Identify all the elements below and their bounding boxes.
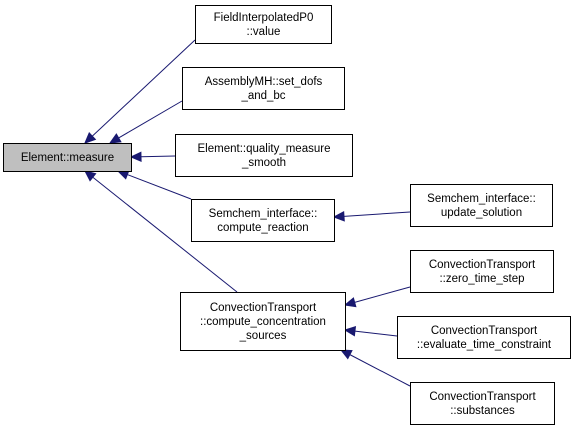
- edge-convection-transport-evaluate-time-constraint-to-convection-transport-compute-concentration-sources: [343, 325, 398, 337]
- node-box: [175, 134, 353, 177]
- node-label-line: compute_reaction: [217, 222, 308, 234]
- node-label-line: ::substances: [450, 405, 515, 417]
- node-assembly-mh-set-dofs-and-bc[interactable]: AssemblyMH::set_dofs_and_bc: [182, 67, 345, 110]
- node-label-line: ::evaluate_time_constraint: [417, 339, 552, 351]
- node-label-line: ConvectionTransport: [431, 325, 538, 337]
- arrow-head-icon: [129, 151, 142, 163]
- arrow-head-icon: [84, 131, 97, 144]
- node-label-line: Semchem_interface::: [427, 193, 536, 205]
- node-box: [410, 382, 555, 425]
- edge-semchem-interface-update-solution-to-semchem-interface-compute-reaction: [332, 211, 411, 222]
- edge-line: [349, 354, 411, 387]
- node-semchem-interface-compute-reaction[interactable]: Semchem_interface::compute_reaction: [191, 199, 335, 242]
- edge-line: [118, 100, 183, 139]
- node-box: [180, 292, 346, 351]
- edge-line: [354, 286, 411, 303]
- arrow-head-icon: [108, 133, 122, 144]
- node-convection-transport-evaluate-time-constraint[interactable]: ConvectionTransport::evaluate_time_const…: [397, 316, 571, 359]
- node-box: [410, 184, 553, 227]
- node-label-line: FieldInterpolatedP0: [214, 12, 314, 24]
- node-label-line: Semchem_interface::: [209, 208, 318, 220]
- node-convection-transport-zero-time-step[interactable]: ConvectionTransport::zero_time_step: [410, 250, 554, 293]
- node-label-line: Element::measure: [21, 152, 114, 164]
- node-box: [182, 67, 345, 110]
- edge-element-quality-measure-smooth-to-element-measure: [129, 151, 176, 163]
- node-box: [191, 199, 335, 242]
- node-label-line: AssemblyMH::set_dofs: [205, 76, 323, 88]
- edge-line: [92, 176, 238, 293]
- arrow-head-icon: [343, 325, 357, 337]
- node-element-quality-measure-smooth[interactable]: Element::quality_measure_smooth: [175, 134, 353, 177]
- edge-convection-transport-zero-time-step-to-convection-transport-compute-concentration-sources: [343, 286, 411, 308]
- edge-line: [91, 39, 196, 137]
- node-box: [3, 143, 132, 172]
- edge-field-interpolated-p0-value-to-element-measure: [84, 39, 196, 144]
- node-semchem-interface-update-solution[interactable]: Semchem_interface::update_solution: [410, 184, 553, 227]
- nodes-layer: Element::measure FieldInterpolatedP0::val…: [3, 5, 571, 425]
- node-label-line: _and_bc: [240, 90, 285, 102]
- arrow-head-icon: [84, 170, 97, 182]
- edge-line: [354, 330, 398, 337]
- node-label-line: ::compute_concentration: [200, 316, 326, 328]
- node-label-line: _sources: [239, 330, 287, 342]
- edge-line: [127, 174, 192, 200]
- arrow-head-icon: [339, 349, 353, 360]
- node-label-line: _smooth: [241, 157, 286, 169]
- node-field-interpolated-p0-value[interactable]: FieldInterpolatedP0::value: [195, 5, 332, 44]
- node-box: [195, 5, 332, 44]
- edge-convection-transport-compute-concentration-sources-to-element-measure: [84, 170, 238, 293]
- arrow-head-icon: [343, 297, 357, 308]
- node-label-line: ConvectionTransport: [429, 259, 536, 271]
- node-label-line: update_solution: [441, 207, 522, 219]
- node-label-line: ConvectionTransport: [429, 391, 536, 403]
- node-box: [410, 250, 554, 293]
- node-convection-transport-substances[interactable]: ConvectionTransport::substances: [410, 382, 555, 425]
- node-convection-transport-compute-concentration-sources[interactable]: ConvectionTransport::compute_concentrati…: [180, 292, 346, 351]
- node-label-line: ::value: [247, 26, 281, 38]
- edge-line: [140, 155, 176, 158]
- edge-line: [343, 211, 411, 217]
- arrow-head-icon: [332, 211, 345, 222]
- node-label-line: ::zero_time_step: [439, 273, 524, 285]
- node-box: [397, 316, 571, 359]
- node-label-line: ConvectionTransport: [210, 302, 317, 314]
- edge-assembly-mh-set-dofs-and-bc-to-element-measure: [108, 100, 183, 144]
- node-element-measure[interactable]: Element::measure: [3, 143, 132, 172]
- node-label-line: Element::quality_measure: [198, 143, 331, 155]
- edge-convection-transport-substances-to-convection-transport-compute-concentration-sources: [339, 349, 411, 387]
